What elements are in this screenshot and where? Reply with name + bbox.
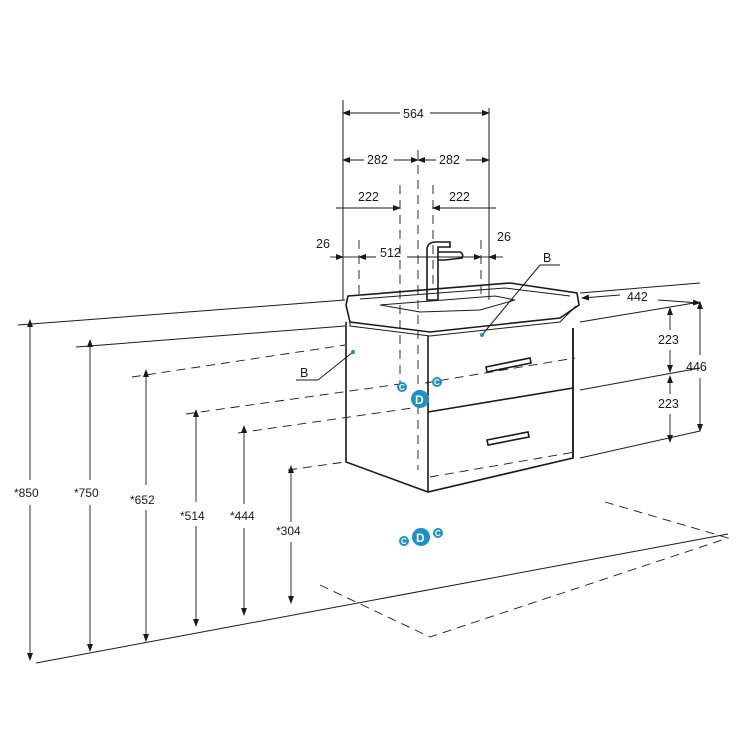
callout-b-left-label: B	[300, 366, 308, 380]
dimension-564: 564	[342, 107, 490, 121]
height-444-label: *444	[230, 509, 255, 523]
height-652-label: *652	[130, 493, 155, 507]
dim-223-top-label: 223	[658, 333, 679, 347]
dimension-222-left: 222	[336, 190, 401, 211]
height-304: *304	[276, 465, 301, 604]
dim-223-bottom-label: 223	[658, 397, 679, 411]
cold-marker: C	[399, 383, 405, 392]
dim-282-right-label: 282	[439, 153, 460, 167]
cabinet	[345, 322, 574, 493]
height-514-label: *514	[180, 509, 205, 523]
height-750-label: *750	[74, 486, 99, 500]
hot-marker: C	[434, 378, 440, 387]
dim-442-label: 442	[627, 290, 648, 304]
dim-26-right-label: 26	[497, 230, 511, 244]
height-514: *514	[180, 409, 205, 627]
dimension-512: 512 26 26	[316, 230, 511, 260]
callout-b-right: B	[480, 251, 560, 337]
height-304-label: *304	[276, 524, 301, 538]
dimension-282-left: 282	[342, 153, 419, 167]
drain-marker: D	[415, 393, 424, 407]
drawer-handle-top	[485, 357, 532, 373]
dim-446-label: 446	[686, 360, 707, 374]
connection-markers-floor: C D C	[399, 528, 443, 546]
floor-cold-marker: C	[401, 537, 407, 546]
dimension-223-top: 223	[658, 307, 679, 373]
drawer-handle-bottom	[486, 431, 530, 446]
height-850: *850	[14, 319, 39, 661]
height-850-label: *850	[14, 486, 39, 500]
dim-222-left-label: 222	[358, 190, 379, 204]
dim-26-left-label: 26	[316, 237, 330, 251]
faucet	[426, 241, 464, 301]
wall-lines	[17, 282, 729, 664]
connection-markers-wall: C D C	[397, 377, 442, 408]
extension-lines	[342, 100, 490, 470]
dim-222-right-label: 222	[449, 190, 470, 204]
basin	[345, 282, 580, 337]
floor-outline	[319, 501, 730, 638]
floor-hot-marker: C	[435, 529, 441, 538]
dimension-442: 442	[581, 290, 701, 306]
dim-512-label: 512	[380, 246, 401, 260]
dimension-223-bottom: 223	[658, 375, 679, 443]
height-750: *750	[74, 339, 99, 652]
callout-b-left: B	[296, 350, 355, 381]
callout-b-right-label: B	[543, 251, 551, 265]
height-444: *444	[230, 425, 255, 616]
dimension-222-right: 222	[432, 190, 496, 211]
height-652: *652	[130, 369, 155, 642]
floor-drain-marker: D	[416, 531, 425, 545]
dim-282-left-label: 282	[367, 153, 388, 167]
dimension-446: 446	[686, 301, 707, 432]
dim-564-label: 564	[403, 107, 424, 121]
dimension-282-right: 282	[417, 153, 490, 167]
